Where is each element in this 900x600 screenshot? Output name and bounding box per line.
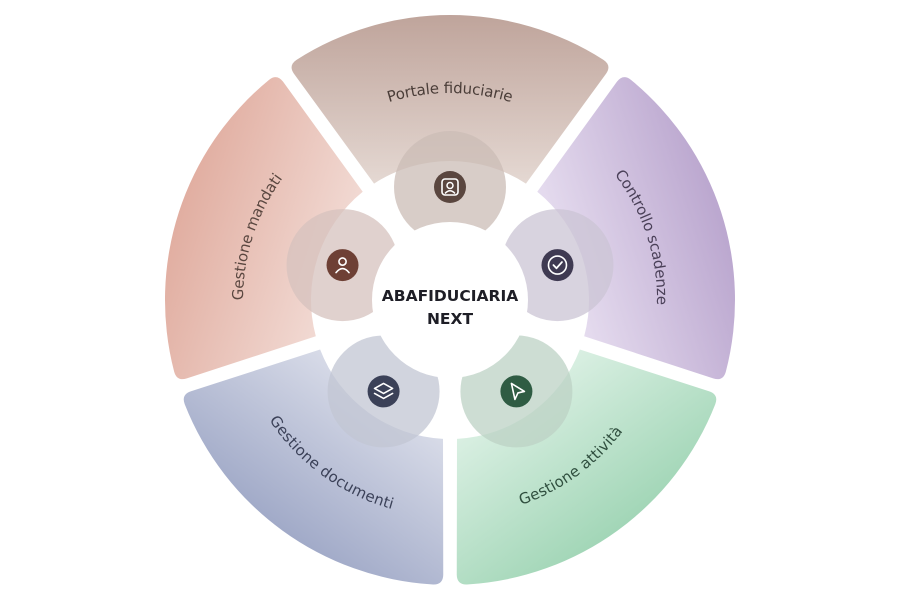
segment-body[interactable] [164,77,363,380]
segment-body[interactable] [291,15,609,184]
segment-gestione-mandati[interactable]: Gestione mandati [164,77,399,380]
segment-gestione-attivita[interactable]: Gestione attività [456,335,717,585]
segment-body[interactable] [456,349,717,585]
segment-portale-fiduciarie[interactable]: Portale fiduciarie [291,15,609,243]
check-circle-icon[interactable] [541,249,574,282]
cursor-arrow-icon[interactable] [500,375,533,408]
center-title-line1: ABAFIDUCIARIA [382,287,518,305]
user-icon[interactable] [326,249,359,282]
user-card-icon[interactable] [434,171,466,203]
center-disc [372,222,528,378]
segment-controllo-scadenze[interactable]: Controllo scadenze [501,77,735,380]
layers-icon[interactable] [367,375,400,408]
segment-body[interactable] [183,349,444,585]
segment-gestione-documenti[interactable]: Gestione documenti [183,335,444,585]
segment-body[interactable] [537,77,735,380]
center-title-line2: NEXT [427,310,474,328]
